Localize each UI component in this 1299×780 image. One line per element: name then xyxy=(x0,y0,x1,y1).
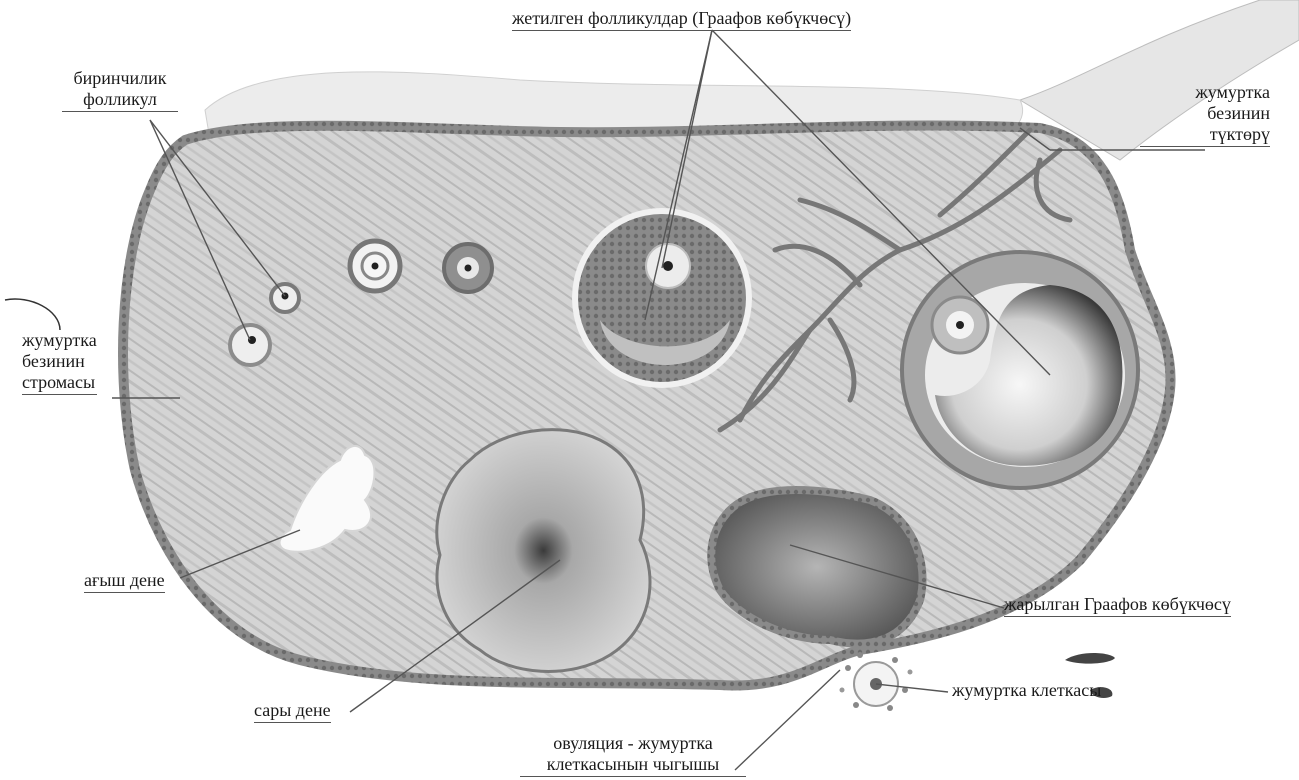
label-ovulation: овуляция - жумуртка клеткасынын чыгышы xyxy=(520,733,746,777)
label-ovary-hilum: жумуртка безинин түктөрү xyxy=(1140,82,1270,147)
label-ovary-stroma: жумуртка безинин стромасы xyxy=(22,330,97,395)
graafian-follicle xyxy=(902,252,1138,488)
label-primary-follicle: биринчилик фолликул xyxy=(62,68,178,112)
label-ovary-stroma-line2: безинин xyxy=(22,351,97,372)
stroma-curve xyxy=(5,299,60,330)
label-ovulation-line2: клеткасынын чыгышы xyxy=(520,754,746,777)
corpus-luteum xyxy=(437,430,650,672)
label-ovary-hilum-line3: түктөрү xyxy=(1140,124,1270,147)
label-ovulation-line1: овуляция - жумуртка xyxy=(520,733,746,754)
egg-cell xyxy=(840,652,913,711)
label-primary-follicle-line2: фолликул xyxy=(62,89,178,112)
mature-follicle xyxy=(572,208,752,388)
label-white-body: ағыш дене xyxy=(84,570,165,593)
label-egg-cell: жумуртка клеткасы xyxy=(952,680,1101,701)
label-ovary-stroma-line3: стромасы xyxy=(22,372,97,395)
label-mature-follicles: жетилген фолликулдар (Граафов көбүкчөсү) xyxy=(512,8,851,31)
label-ovary-stroma-line1: жумуртка xyxy=(22,330,97,351)
label-ovary-hilum-line2: безинин xyxy=(1140,103,1270,124)
label-yellow-body: сары дене xyxy=(254,700,331,723)
label-ovary-hilum-line1: жумуртка xyxy=(1140,82,1270,103)
ink-blot-1 xyxy=(1065,653,1115,664)
label-ruptured-follicle: жарылган Граафов көбүкчөсү xyxy=(1004,594,1231,617)
label-primary-follicle-line1: биринчилик xyxy=(62,68,178,89)
